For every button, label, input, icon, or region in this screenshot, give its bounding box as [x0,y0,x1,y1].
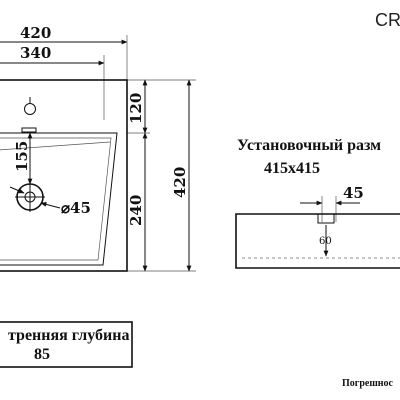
sink-outer-outline [0,79,128,272]
dimension-overall-width: 420 [20,24,51,42]
depth-box-value: 85 [34,346,50,363]
dimension-faucet-offset: 120 [127,93,145,124]
dimension-inner-width: 340 [20,44,51,62]
basin-inner-outline [0,137,112,261]
installation-label: Установочный разм [237,137,381,154]
dimension-drain-offset: 155 [13,141,31,172]
basin-outline [0,132,118,266]
dimension-overall-height: 420 [171,167,189,198]
side-width-label: 45 [343,184,364,202]
side-depth-label: 60 [319,236,332,247]
depth-box [0,321,133,368]
drain-dimension-line [9,186,25,194]
basin-shadow-line [0,141,111,151]
tolerance-note: Погрешнос [342,378,394,389]
side-view-faucet-notch [317,213,335,224]
model-code: CR [375,10,400,30]
drain-diameter-label: ⌀45 [61,199,91,217]
overflow-slot [21,127,37,133]
drain-diameter-leader [40,202,61,209]
depth-box-label: тренняя глубина [8,327,129,344]
dimension-basin-height: 240 [127,195,145,226]
faucet-hole [24,103,36,115]
installation-size: 415х415 [264,160,320,177]
